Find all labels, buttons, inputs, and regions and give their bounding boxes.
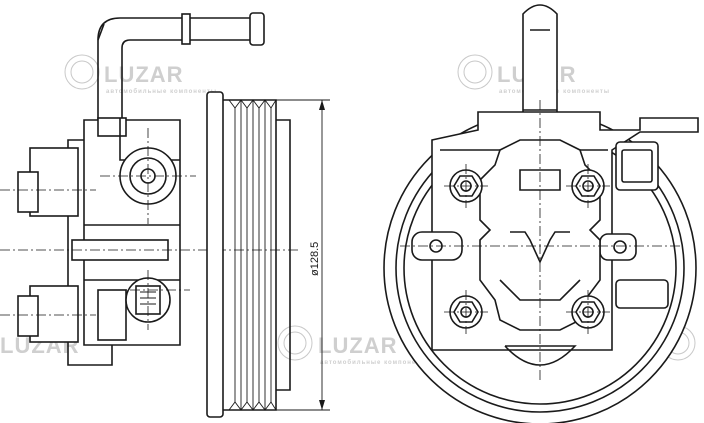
right-ear [599,233,637,261]
pulley [206,91,291,418]
watermark-brand-text: LUZAR [318,333,398,358]
front-inlet-pipe [522,4,558,126]
inlet-pipe [97,12,265,120]
pulley-grooves [228,99,277,411]
watermark-top-left: LUZAR автомобильные компоненты [64,54,217,95]
watermark-bottom-middle: LUZAR автомобильные компоненты [277,325,431,366]
front-view [383,4,699,423]
pressure-switch [615,141,659,191]
pump-housing [17,117,181,366]
side-centerlines [0,128,300,330]
watermark-tagline-text: автомобильные компоненты [320,359,431,366]
diameter-dimension: ø128.5 [276,99,330,411]
side-view: ø128.5 [0,12,330,418]
front-centerlines [400,100,680,380]
watermark-brand-text: LUZAR [104,62,184,87]
watermark-tagline-text: автомобильные компоненты [106,88,217,95]
side-connector [615,279,669,309]
diameter-label: ø128.5 [309,242,321,276]
